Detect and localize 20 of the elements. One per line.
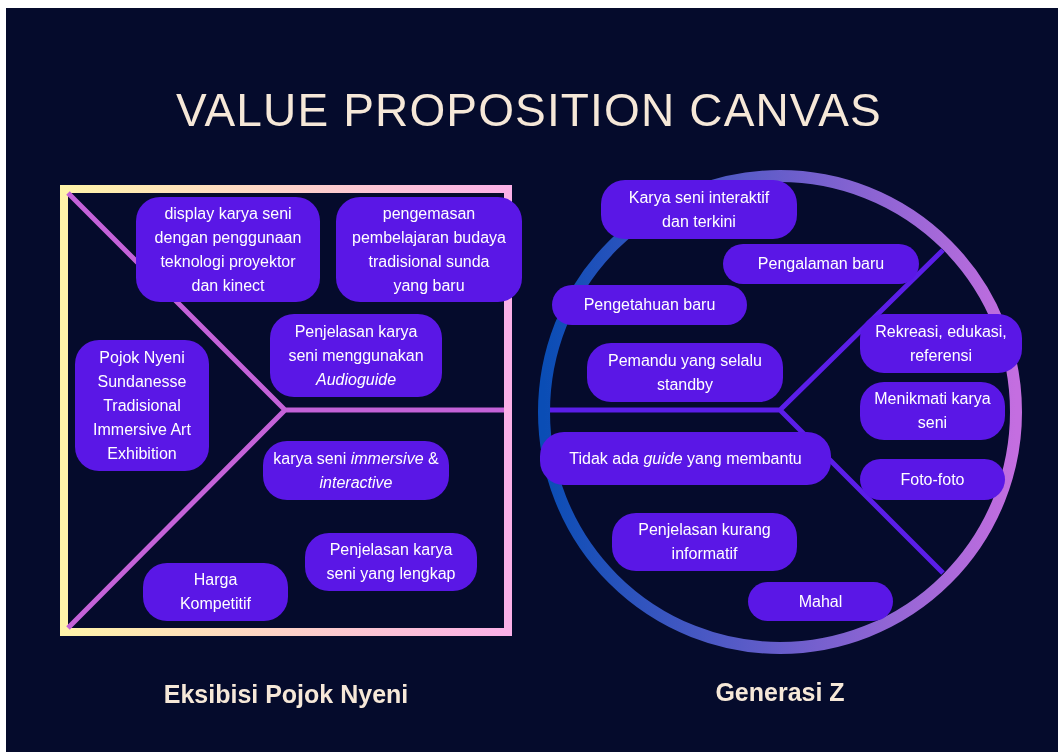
value-pill: Penjelasan karya seni yang lengkap [305,533,477,591]
value-pill: Rekreasi, edukasi, referensi [860,314,1022,373]
value-pill: Harga Kompetitif [143,563,288,621]
value-pill: Pengetahuan baru [552,285,747,325]
value-pill: Foto-foto [860,459,1005,500]
value-pill: Mahal [748,582,893,621]
value-pill: Penjelasan karya seni menggunakan Audioguide [270,314,442,397]
section-caption: Generasi Z [714,677,846,708]
value-pill: karya seni immersive & interactive [263,441,449,500]
value-pill: Pengalaman baru [723,244,919,284]
value-pill: Penjelasan kurang informatif [612,513,797,571]
value-pill: pengemasan pembelajaran budaya tradisional sunda yang baru [336,197,522,302]
title: VALUE PROPOSITION CANVAS [175,83,883,138]
section-caption: Eksibisi Pojok Nyeni [162,679,410,710]
value-pill: Tidak ada guide yang membantu [540,432,831,485]
value-pill: Pojok Nyeni Sundanesse Tradisional Immersive Art Exhibition [75,340,209,471]
value-pill: Pemandu yang selalu standby [587,343,783,402]
value-pill: display karya seni dengan penggunaan teknologi proyektor dan kinect [136,197,320,302]
value-pill: Menikmati karya seni [860,382,1005,440]
value-pill: Karya seni interaktif dan terkini [601,180,797,239]
